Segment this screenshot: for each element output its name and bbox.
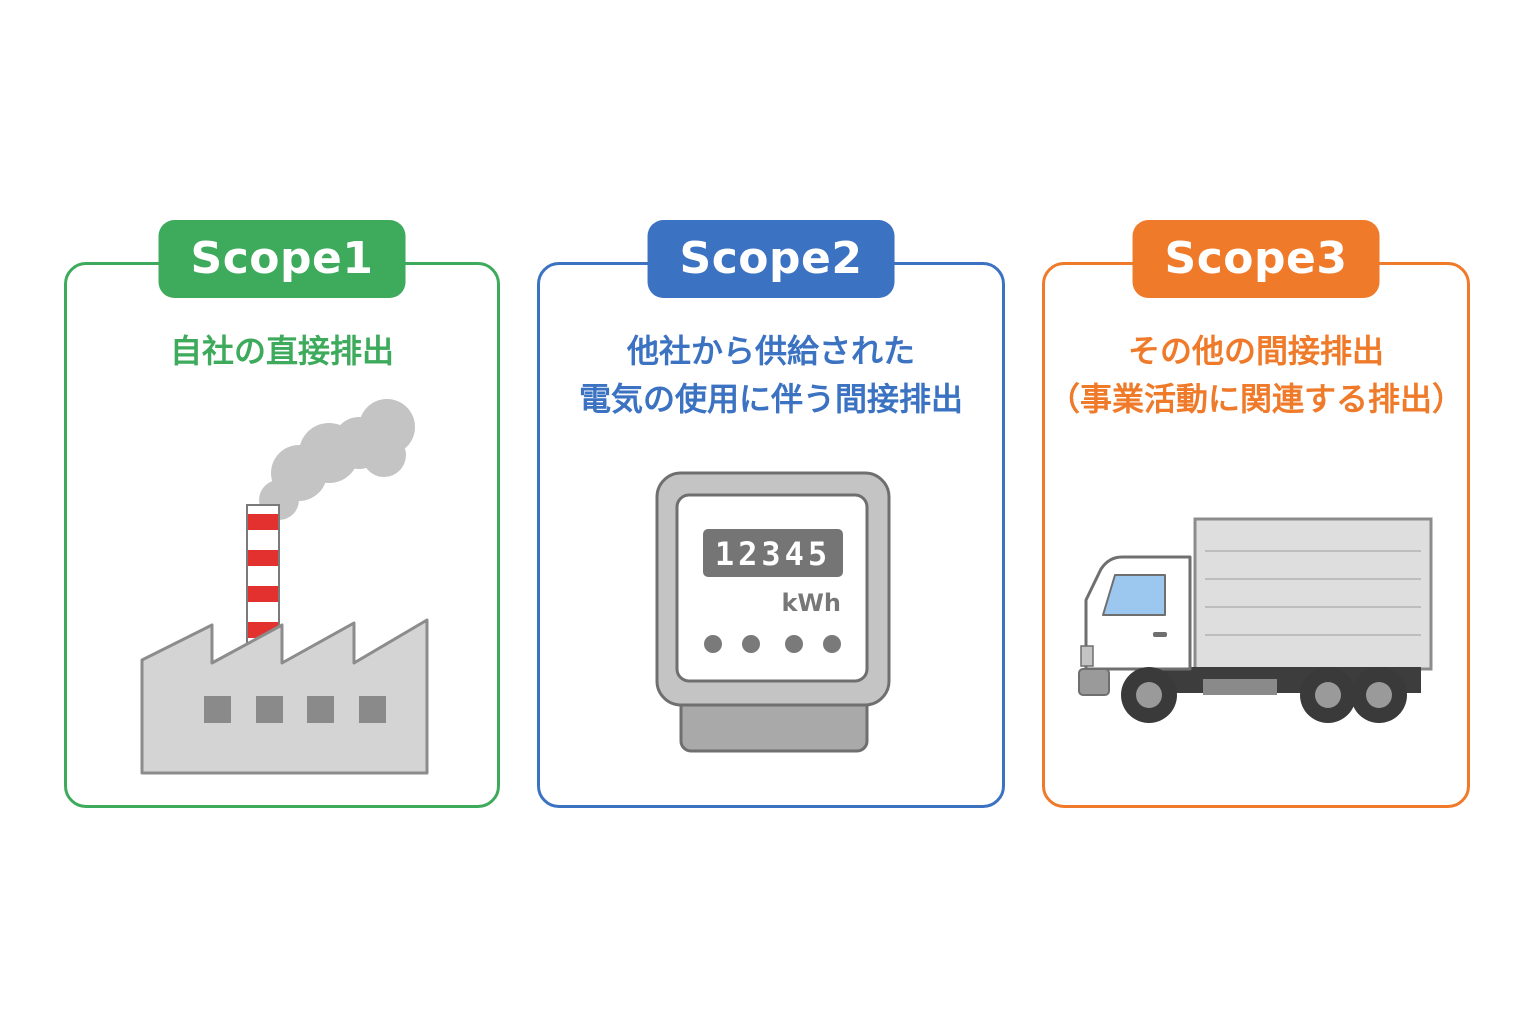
meter-reading: 12345 [715, 535, 831, 573]
electric-meter-icon: 12345 kWh [655, 471, 891, 753]
scope3-description: その他の間接排出 （事業活動に関連する排出） [1045, 327, 1467, 423]
meter-unit: kWh [781, 589, 841, 617]
scope1-description-line: 自社の直接排出 [169, 332, 394, 370]
scope2-description: 他社から供給された 電気の使用に伴う間接排出 [540, 327, 1002, 423]
scope2-description-line-2: 電気の使用に伴う間接排出 [578, 380, 963, 418]
scope1-card: Scope1 自社の直接排出 [64, 220, 500, 808]
truck-icon [1078, 517, 1433, 723]
scope2-card: Scope2 他社から供給された 電気の使用に伴う間接排出 12345 kWh [537, 220, 1005, 808]
scope3-card: Scope3 その他の間接排出 （事業活動に関連する排出） [1042, 220, 1470, 808]
scope2-label: Scope2 [647, 220, 895, 298]
scope1-description: 自社の直接排出 [67, 327, 497, 375]
scope2-description-line-1: 他社から供給された [626, 332, 915, 370]
scope1-label: Scope1 [158, 220, 406, 298]
scope3-description-line-1: その他の間接排出 [1127, 332, 1384, 370]
scope3-description-line-2: （事業活動に関連する排出） [1047, 380, 1464, 418]
factory-icon [140, 399, 429, 775]
scope3-label: Scope3 [1132, 220, 1380, 298]
